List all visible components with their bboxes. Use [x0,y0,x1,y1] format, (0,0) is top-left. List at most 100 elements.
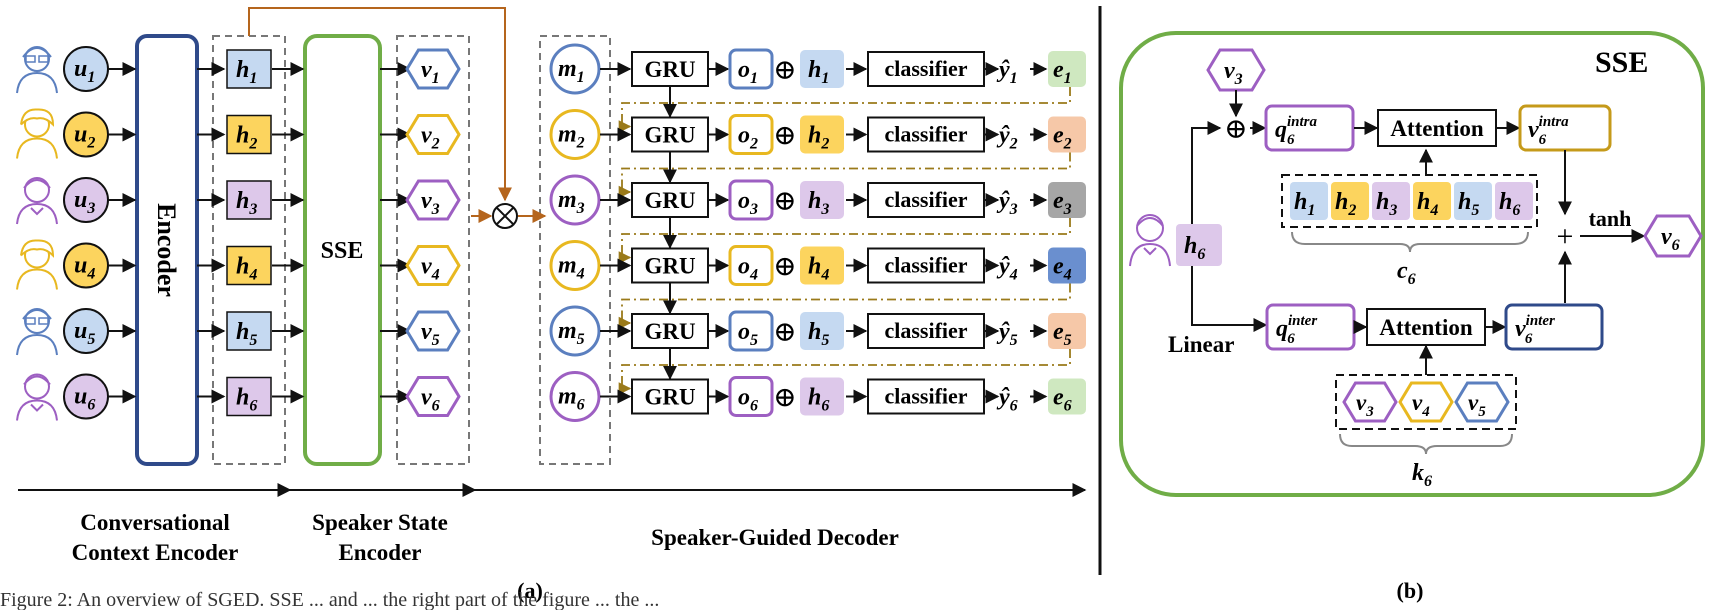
gru-label: GRU [644,123,696,148]
speaker-state-label: v4 [421,254,440,284]
context-item-label: h2 [1335,189,1356,219]
prediction-label: ŷ6 [996,385,1018,415]
emotion-label: e4 [1053,254,1072,284]
prediction-label: ŷ3 [996,188,1018,218]
hidden-state-copy-label: h3 [808,188,829,218]
output-label: o6 [738,385,758,415]
prediction-label: ŷ5 [996,319,1018,349]
speaker-state-node [405,179,461,221]
concat-oplus: ⊕ [773,186,796,217]
memory-node [549,305,601,357]
classifier-box [867,182,985,218]
key-item [1342,381,1398,423]
concat-oplus: ⊕ [773,383,796,414]
gru-label: GRU [644,319,696,344]
key-item-label: v4 [1412,390,1430,420]
svg-text:v3: v3 [1224,58,1243,88]
hidden-state-copy [800,115,844,154]
gru-box [631,182,709,218]
c6-label: c6 [1397,258,1416,288]
emotion-label: e3 [1053,188,1072,218]
emotion-box [1048,116,1086,153]
concat-oplus: ⊕ [773,317,796,348]
v6-hexagon: v6 [1643,214,1703,258]
utterance-label: u5 [74,318,95,348]
utterance-label: u3 [74,187,95,217]
hidden-state-copy [800,50,844,88]
output-box [728,179,774,221]
gru-label: GRU [644,57,696,82]
speaker-icon [16,177,58,225]
memory-label: m5 [558,318,585,348]
memory-node [549,109,601,160]
encoder-label: Encoder [152,203,181,297]
output-box [728,245,774,286]
emotion-label: e5 [1053,319,1072,349]
emotion-box [1048,51,1086,87]
gru-label: GRU [644,254,696,279]
classifier-label: classifier [884,318,967,343]
tanh-label: tanh [1589,206,1632,231]
speaker-icon [16,46,58,94]
v-group-dashed [396,35,470,465]
memory-node [549,371,601,422]
utterance-label: u1 [74,56,95,86]
context-item [1372,182,1410,220]
speaker-state-label: v2 [421,123,440,153]
hidden-state-box [226,245,272,286]
c6-brace [1291,231,1529,253]
v3-hexagon: v3 [1206,48,1266,92]
classifier-box [867,247,985,284]
hidden-state-box [226,180,272,220]
context-item [1413,182,1451,220]
memory-label: m4 [558,253,585,283]
speaker-encoder-label-2: Encoder [338,540,421,565]
hidden-state-label: h1 [236,57,257,87]
hidden-state-box [226,376,272,417]
speaker-state-node [405,310,461,352]
hidden-state-box [226,49,272,89]
m-group-dashed [539,35,611,465]
hidden-state-copy-label: h1 [808,57,829,87]
attention-intra-box [1377,109,1497,147]
classifier-box [867,378,985,415]
concat-oplus: ⊕ [773,252,796,283]
decoder-label: Speaker-Guided Decoder [651,525,899,550]
gru-label: GRU [644,385,696,410]
emotion-box [1048,182,1086,218]
concat-oplus: ⊕ [773,55,796,86]
output-label: o4 [738,254,758,284]
memory-node [549,43,601,95]
caption-b: (b) [1397,578,1424,603]
context-item [1454,182,1492,220]
speaker-state-node [405,48,461,90]
speaker-icon [16,373,58,421]
context-item-label: h1 [1294,189,1315,219]
memory-label: m3 [558,187,585,217]
gru-box [631,247,709,284]
speaker-icon [16,308,58,356]
context-item-label: h3 [1376,189,1397,219]
hidden-state-label: h5 [236,319,257,349]
memory-node [549,174,601,226]
gru-label: GRU [644,188,696,213]
hidden-state-copy-label: h6 [808,385,829,415]
speaker-icon [16,108,58,159]
context-encoder-label-2: Context Encoder [72,540,239,565]
speaker-state-label: v1 [421,57,440,87]
utterance-label: u6 [74,384,95,414]
linear-label: Linear [1168,332,1234,357]
output-box [728,114,774,155]
key-item-label: v3 [1356,390,1374,420]
output-label: o3 [738,188,758,218]
